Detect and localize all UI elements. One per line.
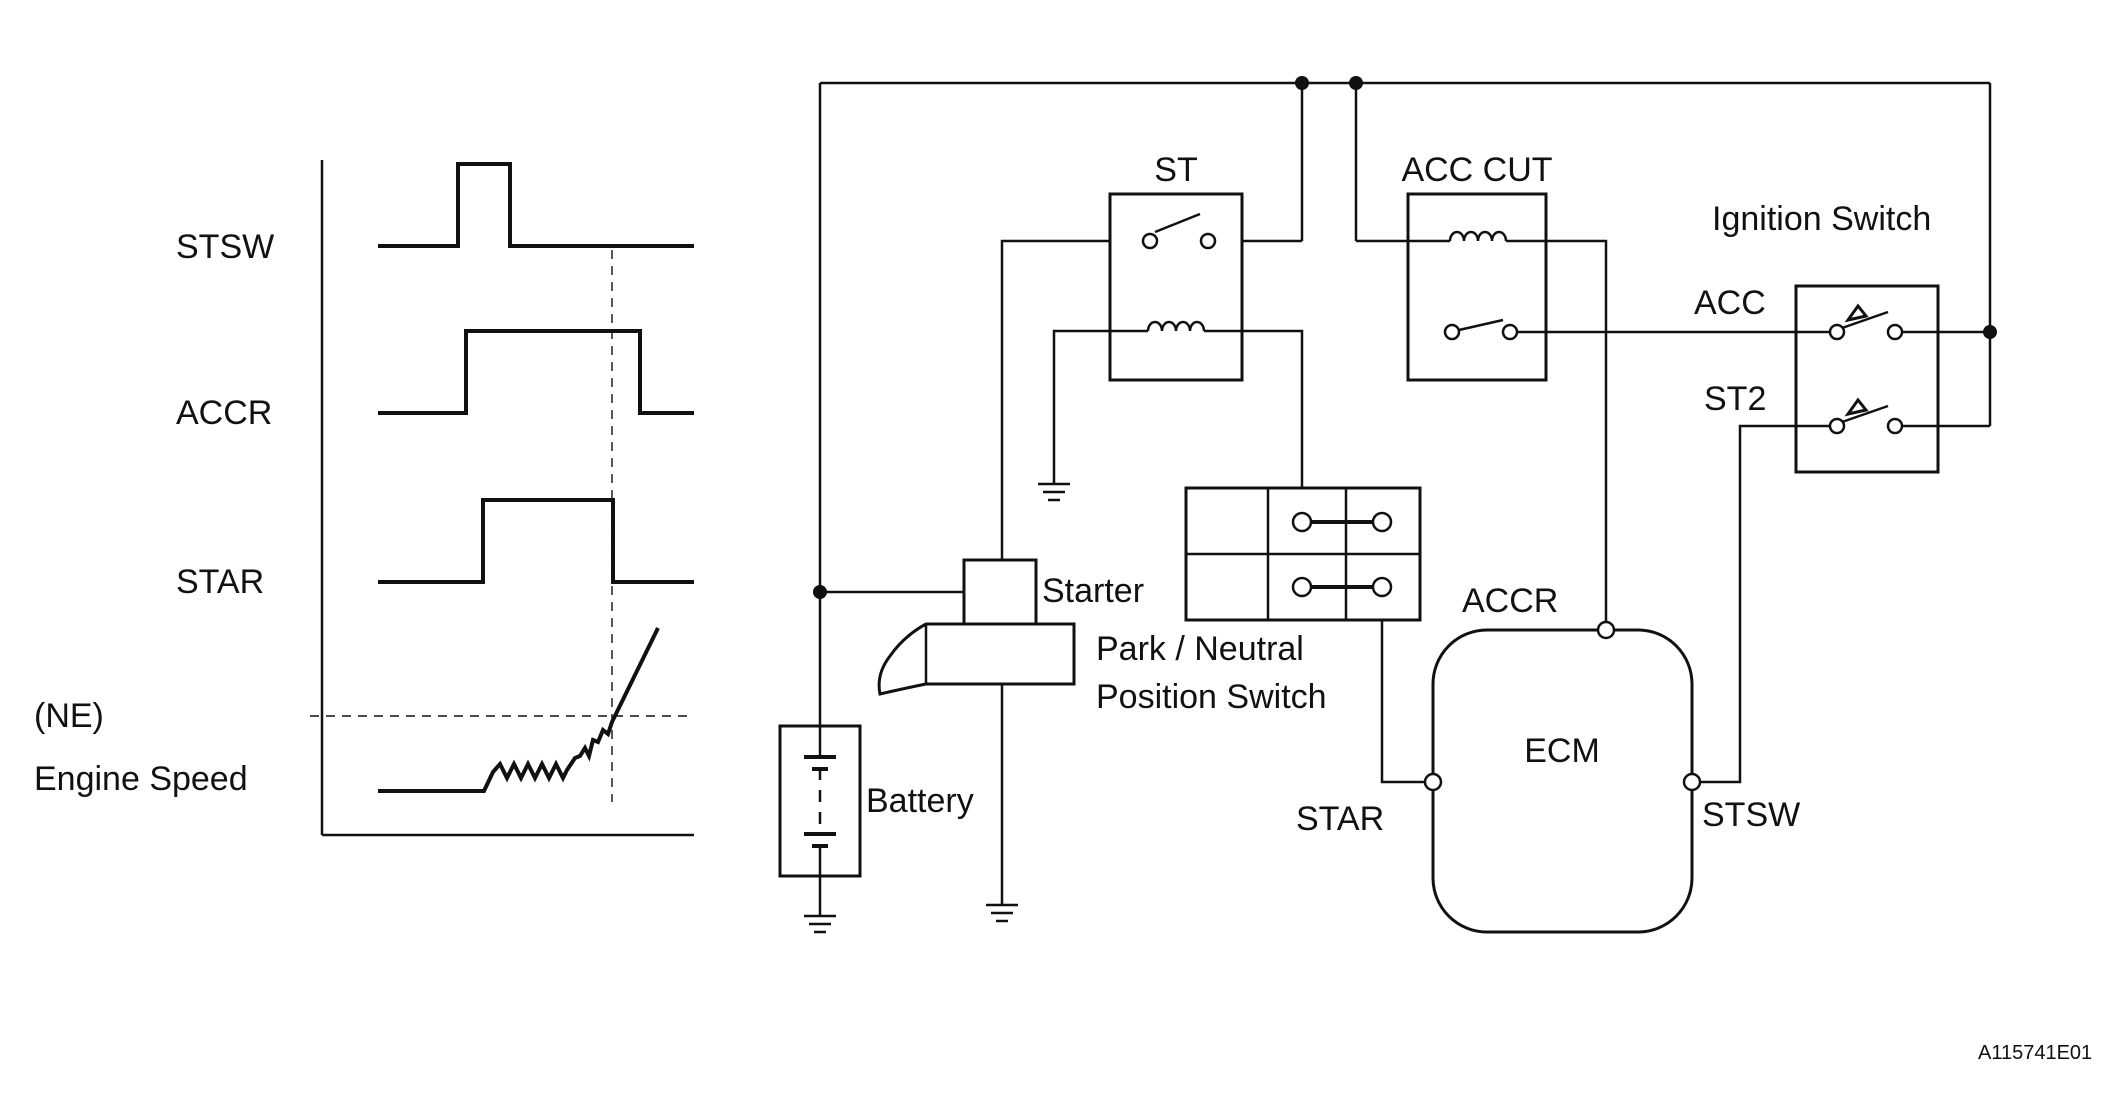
ecm-star-pin-label: STAR (1296, 800, 1384, 838)
acc-cut-relay-coil (1448, 230, 1508, 242)
park-neutral-position-switch: Park / Neutral Position Switch (1096, 486, 1422, 716)
pn-to-ecm-star-wire (1380, 620, 1433, 784)
engine-speed-label: Engine Speed (34, 760, 248, 798)
st2-to-ecm-stsw-wire (1692, 424, 1796, 784)
ecm-accr-terminal (1596, 620, 1616, 640)
stsw-waveform (378, 162, 694, 248)
starter: Starter (877, 558, 1144, 696)
ecm-label: ECM (1524, 732, 1600, 770)
acc-cut-to-accr-wire (1546, 239, 1608, 630)
pn-switch-label-line2: Position Switch (1096, 678, 1327, 716)
pn-switch-label-line1: Park / Neutral (1096, 630, 1304, 668)
accr-signal-label: ACCR (176, 394, 272, 432)
ecm: ECM ACCR STAR STSW (1296, 582, 1800, 934)
st2-contact-blade (1841, 404, 1889, 424)
st-relay-contact (1154, 212, 1201, 234)
ignition-switch: Ignition Switch ACC ST2 (1694, 200, 1940, 474)
stsw-signal-label: STSW (176, 228, 274, 266)
ground-symbol-st-coil (1038, 482, 1070, 502)
ground-symbol-starter (986, 903, 1018, 923)
st-relay: ST (1108, 151, 1244, 382)
timing-chart: STSW ACCR STAR (NE) Engine Speed (34, 160, 694, 837)
junction-dot (1983, 325, 1997, 339)
acc-cut-relay-label: ACC CUT (1401, 151, 1552, 189)
ignition-switch-label: Ignition Switch (1712, 200, 1931, 238)
ecm-star-terminal (1423, 772, 1443, 792)
st-relay-to-starter-wire (1000, 239, 1110, 560)
figure-code: A115741E01 (1978, 1042, 2092, 1064)
ecm-stsw-terminal (1682, 772, 1702, 792)
battery-label: Battery (866, 782, 974, 820)
st-relay-coil (1146, 320, 1206, 332)
battery: Battery (778, 724, 974, 878)
acc-contact-label: ACC (1694, 284, 1766, 322)
junction-dot (1295, 76, 1309, 90)
ne-label: (NE) (34, 697, 104, 735)
acc-contact-blade (1841, 310, 1889, 330)
acc-contact-marker (1844, 303, 1869, 323)
ecm-stsw-pin-label: STSW (1702, 796, 1800, 834)
ecm-accr-pin-label: ACCR (1462, 582, 1558, 620)
accr-waveform (378, 329, 694, 415)
acc-cut-relay-contact (1458, 318, 1504, 332)
engine-speed-waveform (378, 627, 660, 793)
star-signal-label: STAR (176, 563, 264, 601)
st-coil-to-pn-wire (1242, 329, 1304, 488)
st-coil-ground-wire (1052, 329, 1110, 484)
ground-symbol-battery (804, 914, 836, 934)
star-waveform (378, 498, 694, 584)
st2-contact-label: ST2 (1704, 380, 1766, 418)
junction-dot (813, 585, 827, 599)
junction-dot (1349, 76, 1363, 90)
st2-contact-marker (1844, 397, 1869, 417)
acc-cut-relay: ACC CUT (1401, 151, 1553, 382)
starter-label: Starter (1042, 572, 1144, 610)
st-relay-label: ST (1154, 151, 1197, 189)
starter-motor-body (877, 622, 1076, 696)
